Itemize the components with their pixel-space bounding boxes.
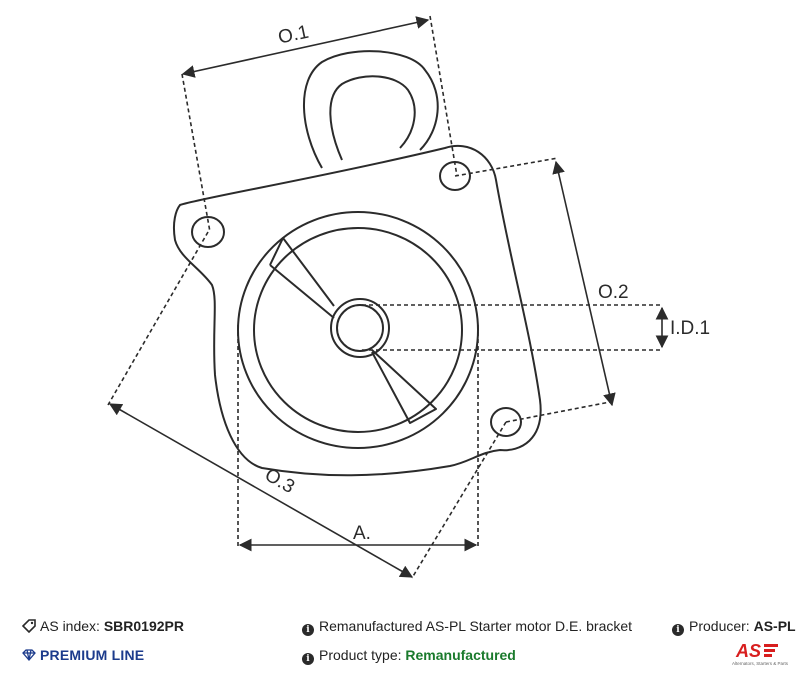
o2-dimension xyxy=(552,160,616,407)
producer-label: Producer: xyxy=(689,618,750,634)
o3-dimension xyxy=(108,403,414,578)
label-o2: O.2 xyxy=(598,282,629,303)
producer: i Producer: AS-PL xyxy=(672,614,796,638)
premium-line-text: PREMIUM LINE xyxy=(40,647,145,663)
mount-hole-left xyxy=(191,216,225,248)
product-type-label: Product type: xyxy=(319,647,402,663)
product-type-value: Remanufactured xyxy=(405,647,516,663)
label-id1: I.D.1 xyxy=(670,318,710,339)
info-icon: i xyxy=(302,624,314,636)
flange-outer-circle xyxy=(237,211,479,449)
label-a: A. xyxy=(353,523,371,544)
diamond-icon xyxy=(22,649,36,661)
top-loop-outer xyxy=(303,50,439,169)
sector-cutout xyxy=(269,237,437,424)
info-icon: i xyxy=(302,653,314,665)
premium-line: PREMIUM LINE xyxy=(22,643,144,667)
o1-ref-right xyxy=(429,15,458,177)
as-index: AS index: SBR0192PR xyxy=(21,614,184,638)
mount-hole-bottom-right xyxy=(490,407,522,437)
o3-ref-right xyxy=(411,421,507,579)
producer-value: AS-PL xyxy=(753,618,796,634)
o1-ref-left xyxy=(181,73,211,233)
product-description: i Remanufactured AS-PL Starter motor D.E.… xyxy=(302,614,632,638)
label-o1: O.1 xyxy=(276,22,310,49)
top-loop-inner xyxy=(329,75,416,161)
as-index-value: SBR0192PR xyxy=(103,618,184,634)
logo-tagline: Alternators, Starters & Parts xyxy=(732,661,789,666)
footer-row-1: AS index: SBR0192PR i Remanufactured AS-P… xyxy=(0,614,800,638)
o2-ref-bottom xyxy=(505,401,611,423)
o2-ref-top xyxy=(454,157,559,177)
as-pl-logo: AS Alternators, Starters & Parts xyxy=(728,640,792,668)
description-text: Remanufactured AS-PL Starter motor D.E. … xyxy=(319,618,633,634)
o3-ref-left xyxy=(107,231,209,406)
bracket-outline xyxy=(172,145,542,477)
center-bore-outer xyxy=(330,298,390,358)
flange-inner-circle xyxy=(253,227,463,433)
tag-icon xyxy=(21,619,36,634)
as-index-label: AS index: xyxy=(40,618,100,634)
product-type: i Product type: Remanufactured xyxy=(302,643,516,667)
logo-text: AS xyxy=(735,641,761,661)
o1-dimension xyxy=(181,16,430,78)
as-logo-mark: AS Alternators, Starters & Parts xyxy=(732,641,789,666)
footer-row-2: PREMIUM LINE i Product type: Remanufactur… xyxy=(0,643,800,667)
bracket-diagram: O.1 O.2 O.3 I.D.1 A. xyxy=(107,15,710,579)
center-bore-inner xyxy=(336,304,384,352)
info-icon: i xyxy=(672,624,684,636)
